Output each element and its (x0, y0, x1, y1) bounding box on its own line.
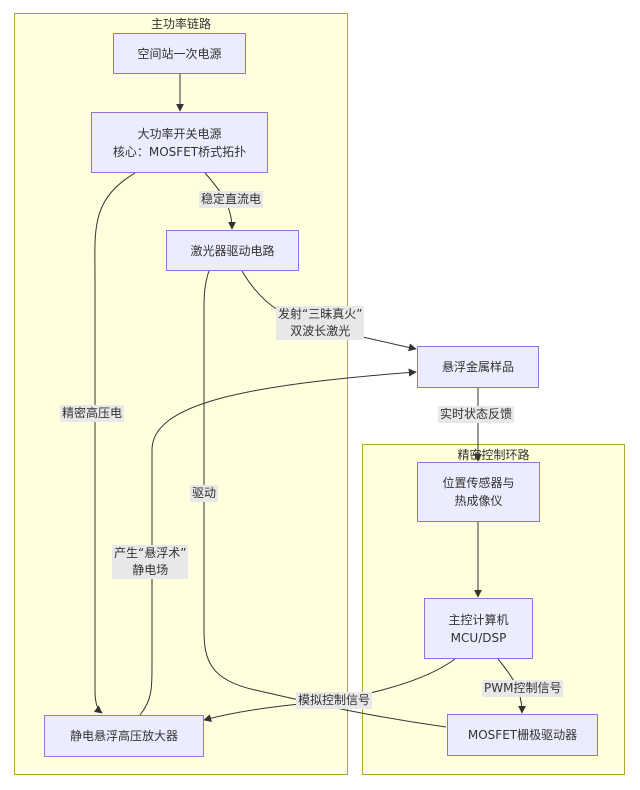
node-main-computer[interactable]: 主控计算机 MCU/DSP (424, 598, 533, 659)
node-label: 热成像仪 (454, 494, 503, 508)
edge-switch-to-amplifier (93, 172, 136, 714)
node-levitated-sample[interactable]: 悬浮金属样品 (417, 346, 539, 388)
node-label: MCU/DSP (450, 630, 507, 645)
cluster-title: 主功率链路 (150, 17, 211, 31)
node-label: 核心：MOSFET桥式拓扑 (112, 144, 247, 159)
node-label: 位置传感器与 (442, 476, 515, 490)
node-station-primary-power[interactable]: 空间站一次电源 (113, 33, 246, 74)
edge-label-line: 静电场 (132, 563, 169, 577)
edge-gate-driver-to-laser (203, 251, 447, 728)
edge-label-line: 产生“悬浮术” (114, 546, 187, 560)
edge-label-pwm-signal: PWM控制信号 (482, 680, 564, 697)
node-mosfet-gate-driver[interactable]: MOSFET栅极驱动器 (447, 714, 598, 756)
edge-label-stable-dc: 稳定直流电 (199, 191, 264, 208)
node-label: 静电悬浮高压放大器 (69, 729, 178, 743)
edge-label-levitation: 产生“悬浮术” 静电场 (112, 545, 189, 579)
edge-computer-to-amplifier (203, 658, 456, 722)
edge-label-realtime-feedback: 实时状态反馈 (438, 406, 515, 423)
edge-label-precision-high-voltage: 精密高压电 (60, 405, 125, 422)
edge-label-line: 发射“三昧真火” (278, 307, 363, 321)
node-laser-driver[interactable]: 激光器驱动电路 (166, 230, 299, 271)
node-label: 激光器驱动电路 (190, 243, 275, 258)
edge-label-line: 双波长激光 (290, 324, 351, 338)
edge-amplifier-to-sample (139, 368, 417, 716)
edge-label-drive: 驱动 (190, 485, 219, 502)
node-label: 大功率开关电源 (137, 126, 222, 141)
node-electrostatic-amplifier[interactable]: 静电悬浮高压放大器 (44, 715, 204, 757)
node-high-power-switch-supply[interactable]: 大功率开关电源 核心：MOSFET桥式拓扑 (91, 112, 268, 173)
node-label: MOSFET栅极驱动器 (467, 728, 578, 742)
edge-label-analog-signal: 模拟控制信号 (296, 692, 373, 709)
edge-label-emit-laser: 发射“三昧真火” 双波长激光 (276, 306, 365, 340)
node-label: 空间站一次电源 (137, 46, 222, 61)
node-label: 悬浮金属样品 (441, 360, 514, 374)
node-label: 主控计算机 (448, 612, 509, 627)
node-position-sensor[interactable]: 位置传感器与 热成像仪 (417, 462, 540, 522)
